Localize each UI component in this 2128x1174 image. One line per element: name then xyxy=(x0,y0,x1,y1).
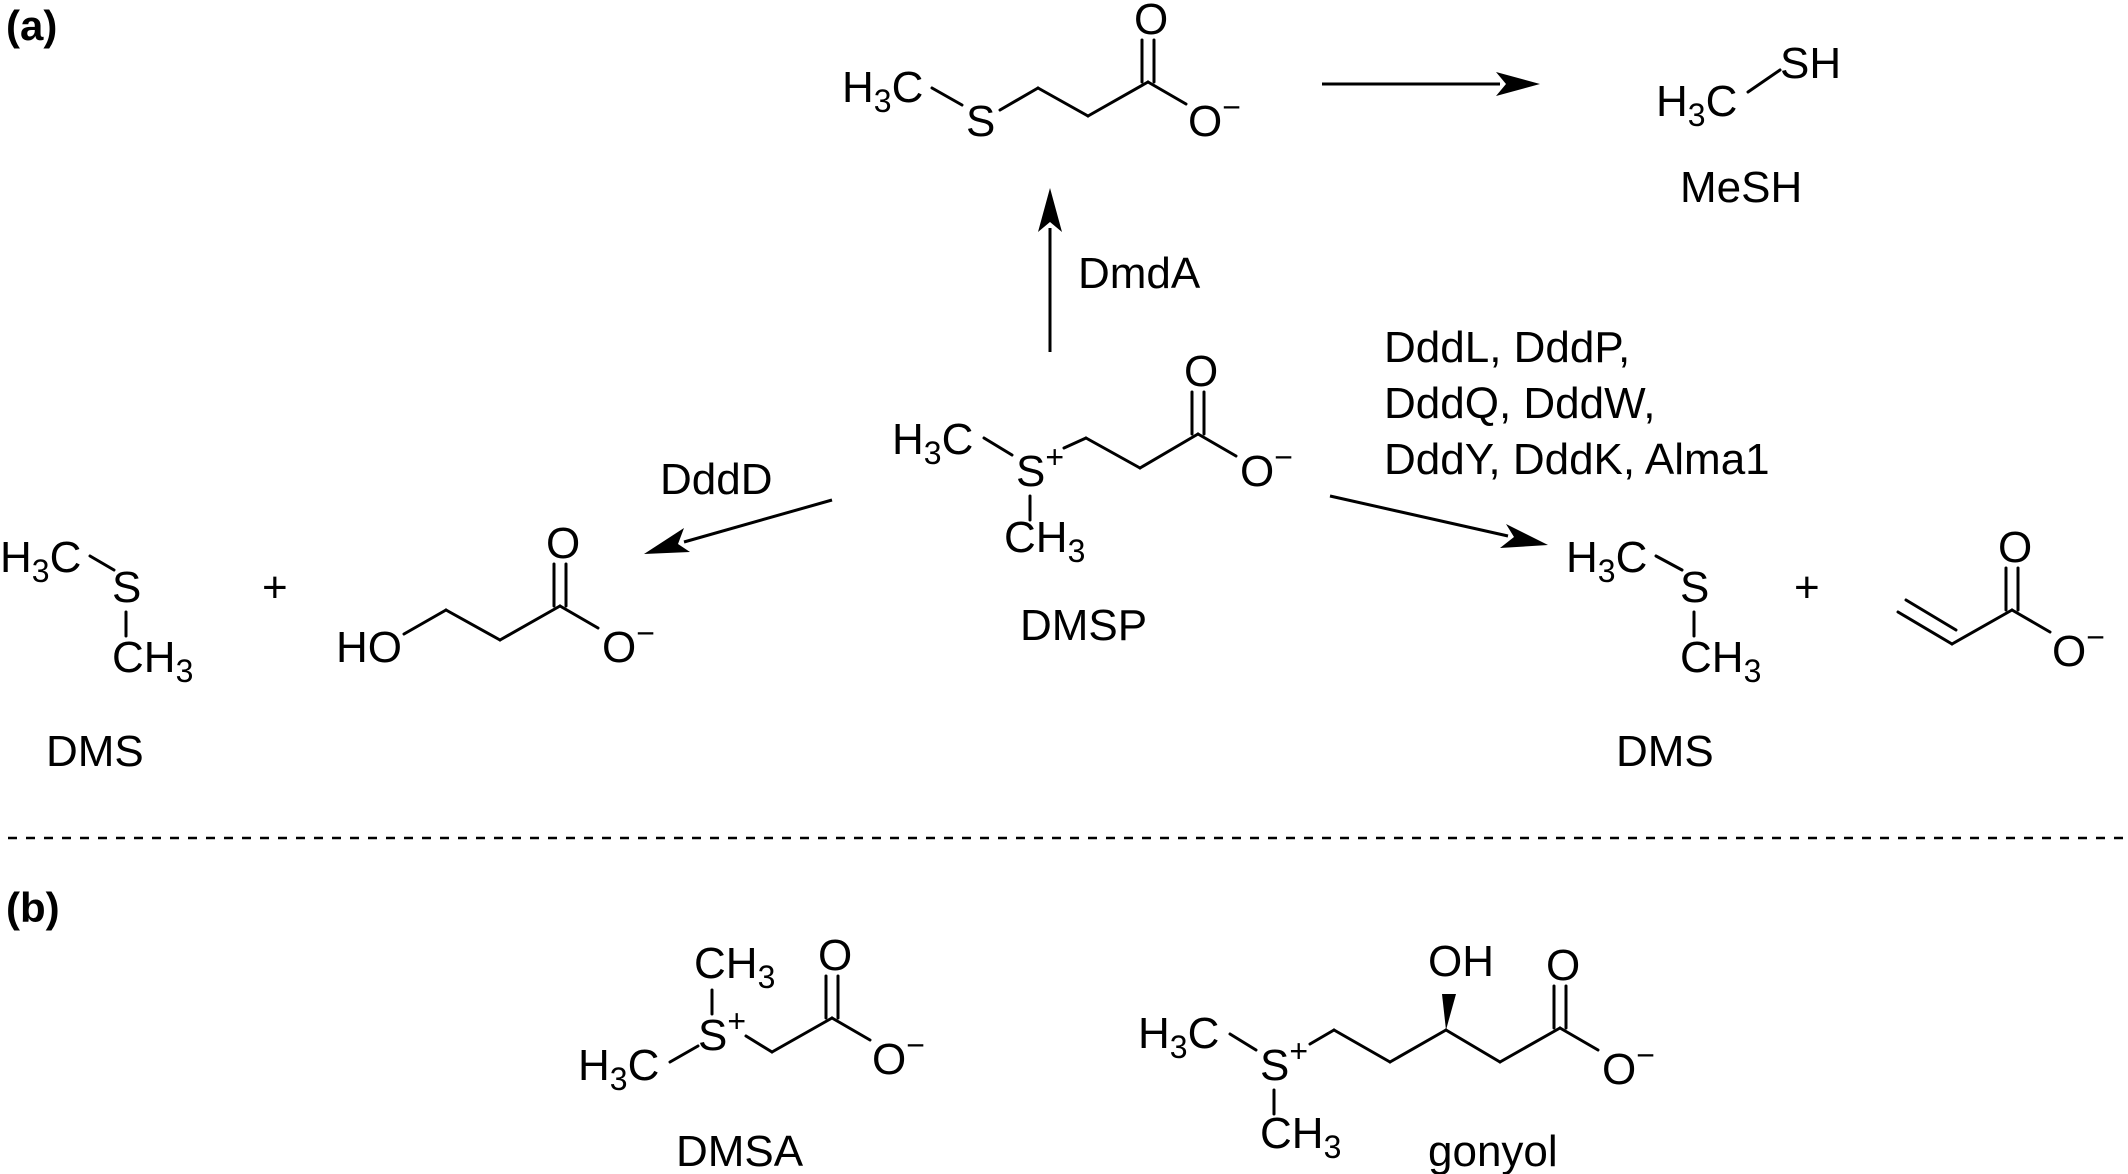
arrow-to-mesh xyxy=(1322,72,1540,96)
enzyme-dddd: DddD xyxy=(660,455,773,504)
bond xyxy=(770,1016,834,1054)
bond xyxy=(1332,1028,1392,1064)
bond xyxy=(1950,608,2014,646)
hydroxyl-group: HO xyxy=(336,623,402,672)
carboxylate-oxygen: O− xyxy=(872,1027,925,1084)
bond xyxy=(2010,608,2052,634)
gonyol-label: gonyol xyxy=(1428,1127,1558,1174)
bond xyxy=(1558,1026,1600,1052)
carboxylate-oxygen: O− xyxy=(1602,1037,1655,1094)
sulfur-atom: S xyxy=(112,563,141,612)
ch3-label: CH3 xyxy=(1680,633,1761,689)
sulfonium-atom: S+ xyxy=(1016,439,1064,496)
h3c-label: H3C xyxy=(1566,533,1647,589)
sulfur-atom: S xyxy=(966,97,995,146)
bond xyxy=(88,554,116,572)
bond xyxy=(1308,1028,1336,1046)
bond xyxy=(982,436,1014,457)
bond xyxy=(744,1034,774,1054)
double-bond xyxy=(1904,598,1958,632)
bond xyxy=(1086,80,1150,118)
dmsp-label: DMSP xyxy=(1020,601,1147,650)
h3c-label: H3C xyxy=(578,1041,659,1097)
mmpa-structure: H3C S O O− xyxy=(842,0,1241,146)
stereo-wedge-bond xyxy=(1442,994,1456,1030)
bond xyxy=(1444,1028,1502,1064)
dmsa-structure: CH3 S+ H3C O O− xyxy=(578,931,925,1097)
bond xyxy=(1146,80,1188,106)
bond xyxy=(830,1016,872,1042)
dms-right-structure: H3C S CH3 xyxy=(1566,533,1761,689)
sulfonium-atom: S+ xyxy=(698,1003,746,1060)
enzyme-dmda: DmdA xyxy=(1078,249,1201,298)
mesh-label: MeSH xyxy=(1680,163,1802,212)
sulfur-atom: S xyxy=(1680,563,1709,612)
oxygen-atom: O xyxy=(1998,523,2032,572)
carboxylate-oxygen: O− xyxy=(1188,89,1241,146)
bond xyxy=(402,608,448,636)
arrow-lyases xyxy=(1329,494,1548,548)
arrow-dddd xyxy=(644,498,833,554)
hydroxyl-group: OH xyxy=(1428,937,1494,986)
bond xyxy=(1084,436,1142,470)
bond xyxy=(1138,432,1200,470)
bond xyxy=(930,86,964,107)
enzyme-lyases-line2: DddQ, DddW, xyxy=(1384,379,1655,428)
bond xyxy=(998,86,1040,112)
bond xyxy=(1654,554,1684,572)
dms-left-structure: H3C S CH3 xyxy=(0,533,193,689)
carboxylate-oxygen: O− xyxy=(1240,439,1293,496)
arrow-dmsp-to-mmpa xyxy=(1038,188,1062,352)
ch3-label: CH3 xyxy=(694,939,775,995)
bond xyxy=(1228,1032,1258,1052)
bond xyxy=(558,604,600,630)
oxygen-atom: O xyxy=(546,519,580,568)
bond xyxy=(1062,436,1088,450)
sulfonium-atom: S+ xyxy=(1260,1033,1308,1090)
dmsp-structure: H3C S+ O O− CH3 xyxy=(892,347,1293,569)
acrylate-structure: O O− xyxy=(1896,523,2105,676)
enzyme-lyases-line1: DddL, DddP, xyxy=(1384,323,1630,372)
dms-right-label: DMS xyxy=(1616,727,1714,776)
panel-label-b: (b) xyxy=(6,884,60,931)
bond xyxy=(444,608,502,642)
hydroxypropionate-structure: HO O O− xyxy=(336,519,655,672)
dms-left-label: DMS xyxy=(46,727,144,776)
ch3-label: CH3 xyxy=(1260,1109,1341,1165)
h3c-label: H3C xyxy=(0,533,81,589)
bond xyxy=(1746,68,1782,94)
bond xyxy=(1388,1028,1448,1064)
oxygen-atom: O xyxy=(1546,941,1580,990)
plus-sign-right: + xyxy=(1794,563,1820,612)
enzyme-lyases-line3: DddY, DddK, Alma1 xyxy=(1384,435,1770,484)
oxygen-atom: O xyxy=(1184,347,1218,396)
oxygen-atom: O xyxy=(818,931,852,980)
carboxylate-oxygen: O− xyxy=(602,615,655,672)
ch3-label: CH3 xyxy=(112,633,193,689)
h3c-label: H3C xyxy=(842,63,923,119)
plus-sign-left: + xyxy=(262,563,288,612)
thiol-group: SH xyxy=(1780,39,1841,88)
bond xyxy=(1036,86,1090,118)
panel-label-a: (a) xyxy=(6,2,57,49)
dmsa-label: DMSA xyxy=(676,1127,804,1174)
carboxylate-oxygen: O− xyxy=(2052,619,2105,676)
bond xyxy=(1498,1026,1562,1064)
h3c-label: H3C xyxy=(1138,1009,1219,1065)
gonyol-structure: H3C S+ OH O O− CH3 xyxy=(1138,937,1655,1165)
h3c-label: H3C xyxy=(1656,77,1737,133)
h3c-label: H3C xyxy=(892,415,973,471)
ch3-label: CH3 xyxy=(1004,513,1085,569)
double-bond xyxy=(1896,610,1954,646)
bond xyxy=(668,1044,700,1064)
oxygen-atom: O xyxy=(1134,0,1168,44)
bond xyxy=(1196,432,1238,458)
bond xyxy=(498,604,562,642)
mesh-structure: H3C SH xyxy=(1656,39,1841,133)
